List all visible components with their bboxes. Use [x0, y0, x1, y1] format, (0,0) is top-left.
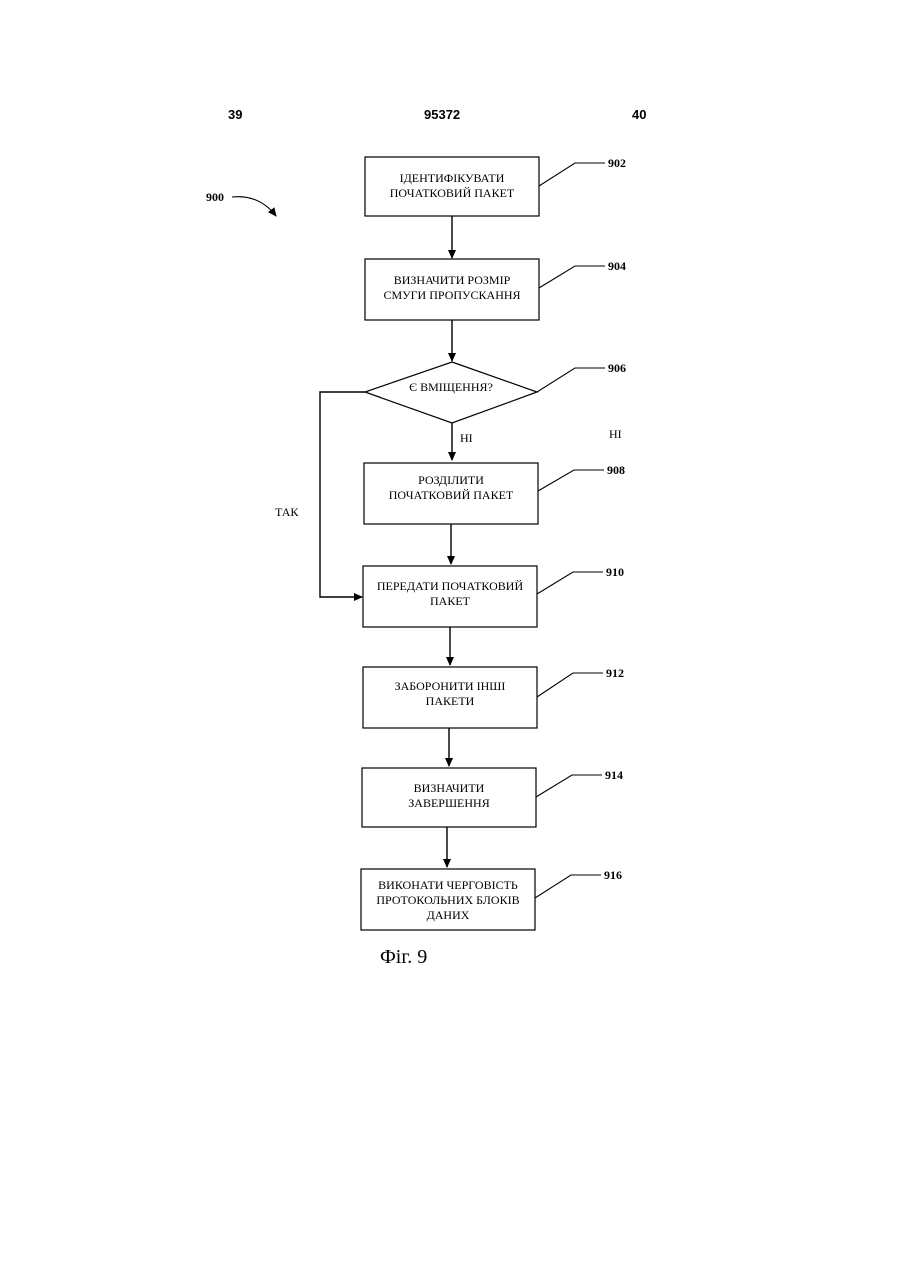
- step-908-line-1: РОЗДІЛИТИ: [418, 473, 484, 487]
- step-904-box: ВИЗНАЧИТИ РОЗМІР СМУГИ ПРОПУСКАННЯ: [365, 259, 539, 320]
- leader-line-904: [539, 266, 605, 288]
- decision-906-question: Є ВМІЩЕННЯ?: [409, 380, 493, 394]
- leader-line-912: [537, 673, 603, 697]
- page-number-left: 39: [228, 107, 242, 122]
- step-908-box: РОЗДІЛИТИ ПОЧАТКОВИЙ ПАКЕТ: [364, 463, 538, 524]
- step-904-line-2: СМУГИ ПРОПУСКАННЯ: [383, 288, 520, 302]
- step-914-line-2: ЗАВЕРШЕННЯ: [408, 796, 489, 810]
- leader-line-910: [537, 572, 603, 594]
- branch-label-no-down: НІ: [460, 431, 473, 445]
- step-914-line-1: ВИЗНАЧИТИ: [414, 781, 485, 795]
- reference-number-906: 906: [608, 361, 626, 375]
- leader-line-906: [537, 368, 605, 392]
- step-914-box: ВИЗНАЧИТИ ЗАВЕРШЕННЯ: [362, 768, 536, 827]
- leader-line-908: [538, 470, 604, 491]
- step-910-line-2: ПАКЕТ: [430, 594, 471, 608]
- yes-branch-connector: [320, 392, 365, 597]
- decision-906-diamond: Є ВМІЩЕННЯ?: [365, 362, 537, 423]
- step-908-line-2: ПОЧАТКОВИЙ ПАКЕТ: [389, 488, 514, 502]
- page-number-right: 40: [632, 107, 646, 122]
- reference-number-904: 904: [608, 259, 626, 273]
- step-916-line-3: ДАНИХ: [427, 908, 470, 922]
- reference-number-910: 910: [606, 565, 624, 579]
- reference-number-912: 912: [606, 666, 624, 680]
- step-916-line-2: ПРОТОКОЛЬНИХ БЛОКІВ: [376, 893, 519, 907]
- branch-label-no-right: НІ: [609, 427, 622, 441]
- figure-reference-number: 900: [206, 190, 224, 204]
- step-910-line-1: ПЕРЕДАТИ ПОЧАТКОВИЙ: [377, 579, 524, 593]
- figure-reference-arrow: [232, 197, 276, 216]
- reference-number-916: 916: [604, 868, 622, 882]
- leader-line-916: [535, 875, 601, 898]
- leader-line-902: [539, 163, 605, 186]
- leader-line-914: [536, 775, 602, 797]
- step-904-line-1: ВИЗНАЧИТИ РОЗМІР: [394, 273, 511, 287]
- step-916-line-1: ВИКОНАТИ ЧЕРГОВІСТЬ: [378, 878, 518, 892]
- step-902-line-2: ПОЧАТКОВИЙ ПАКЕТ: [390, 186, 515, 200]
- figure-caption: Фіг. 9: [380, 946, 427, 968]
- step-912-line-1: ЗАБОРОНИТИ ІНШІ: [395, 679, 506, 693]
- branch-label-yes: ТАК: [275, 505, 299, 519]
- step-912-box: ЗАБОРОНИТИ ІНШІ ПАКЕТИ: [363, 667, 537, 728]
- step-910-box: ПЕРЕДАТИ ПОЧАТКОВИЙ ПАКЕТ: [363, 566, 537, 627]
- reference-number-902: 902: [608, 156, 626, 170]
- reference-number-914: 914: [605, 768, 623, 782]
- step-902-line-1: ІДЕНТИФІКУВАТИ: [400, 171, 505, 185]
- step-916-box: ВИКОНАТИ ЧЕРГОВІСТЬ ПРОТОКОЛЬНИХ БЛОКІВ …: [361, 869, 535, 930]
- step-912-line-2: ПАКЕТИ: [426, 694, 475, 708]
- patent-number: 95372: [424, 107, 460, 122]
- reference-number-908: 908: [607, 463, 625, 477]
- step-902-box: ІДЕНТИФІКУВАТИ ПОЧАТКОВИЙ ПАКЕТ: [365, 157, 539, 216]
